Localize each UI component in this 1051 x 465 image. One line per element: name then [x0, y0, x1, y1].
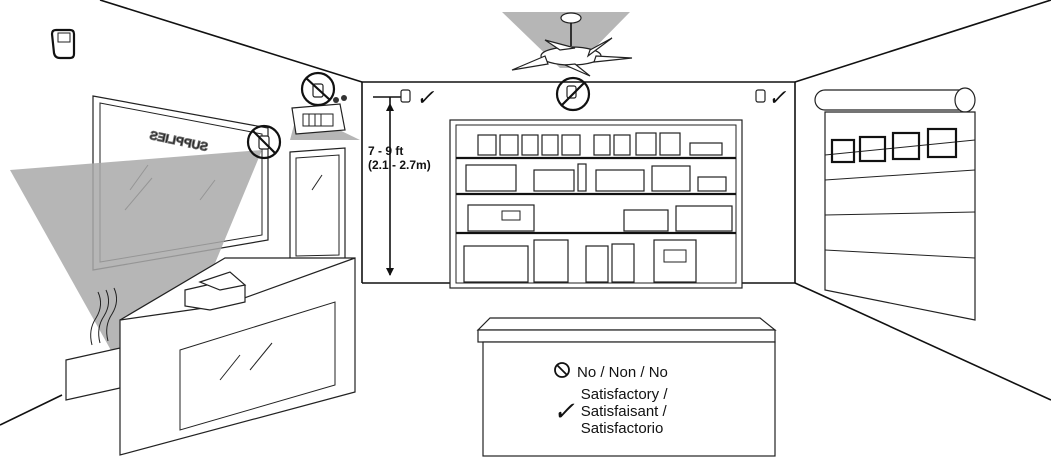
legend-no-row: No / Non / No — [553, 361, 668, 384]
checkmark-icon: ✓ — [553, 396, 575, 427]
sensor-icon — [52, 30, 74, 58]
legend: No / Non / No ✓ Satisfactory / Satisfais… — [483, 345, 775, 457]
checkmark-right: ✓ — [768, 85, 787, 110]
legend-ok-line-1: Satisfactory / — [581, 386, 668, 403]
shelving-unit — [450, 120, 742, 288]
legend-ok-row: ✓ Satisfactory / Satisfaisant / Satisfac… — [553, 386, 668, 437]
height-indicator — [373, 97, 405, 276]
legend-no-text: No / Non / No — [577, 364, 668, 381]
legend-ok-line-2: Satisfaisant / — [581, 403, 668, 420]
height-label-m: (2.1 - 2.7m) — [368, 158, 431, 172]
prohibited-icon — [553, 361, 571, 384]
garage-door — [815, 88, 975, 320]
sensor-ok-right — [756, 90, 765, 102]
legend-ok-line-3: Satisfactorio — [581, 420, 668, 437]
checkmark-left: ✓ — [416, 85, 435, 110]
door — [290, 148, 345, 262]
sensor-no-ac — [302, 73, 334, 105]
air-conditioner — [292, 95, 347, 134]
height-label-ft: 7 - 9 ft — [368, 144, 403, 158]
sensor-ok-left — [401, 90, 410, 102]
